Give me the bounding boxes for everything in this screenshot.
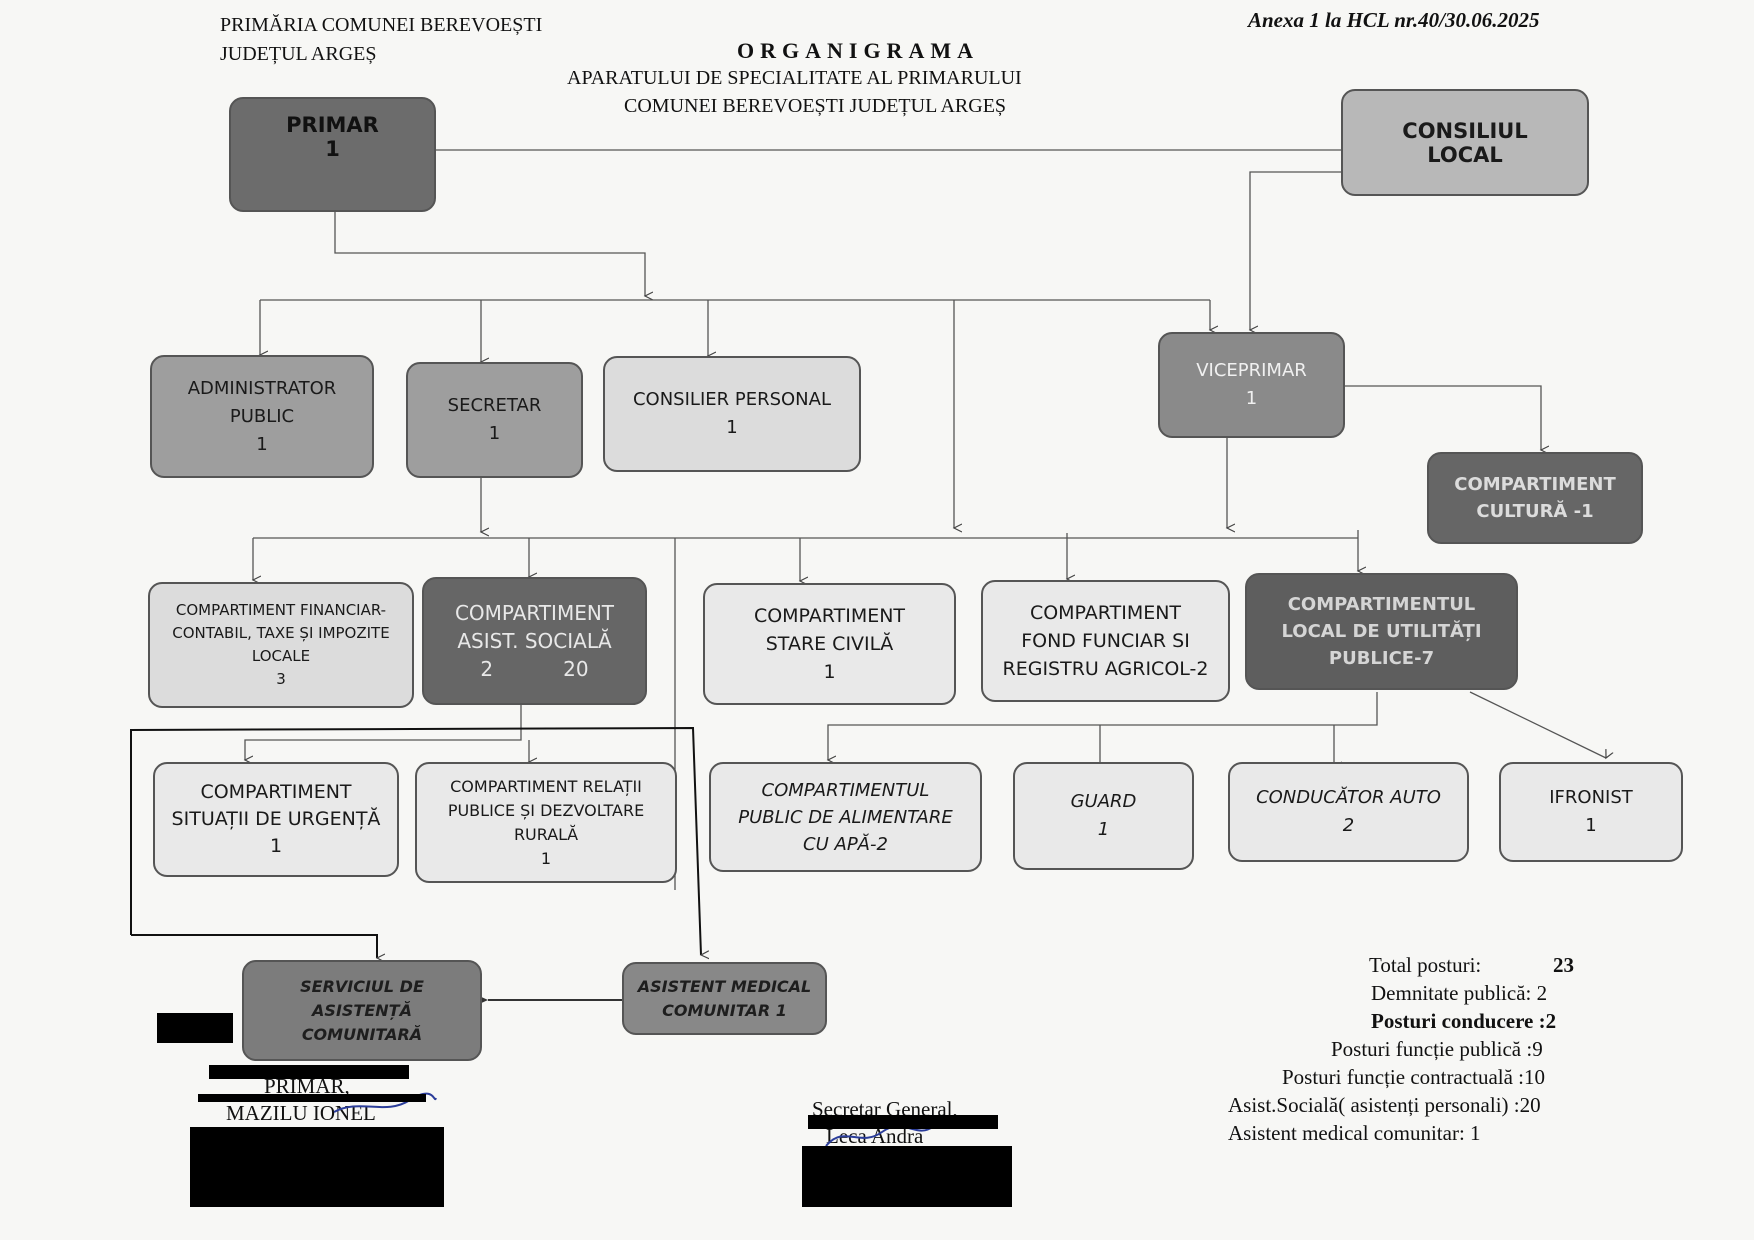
financiar-line3: LOCALE xyxy=(251,647,311,665)
utilitati-line1: COMPARTIMENTUL xyxy=(1287,594,1476,615)
compartiment-utilitati-box: COMPARTIMENTUL LOCAL DE UTILITĂȚI PUBLIC… xyxy=(1245,573,1518,690)
redaction-block xyxy=(802,1146,1012,1207)
compartiment-fond-funciar-box: COMPARTIMENT FOND FUNCIAR SI REGISTRU AG… xyxy=(981,580,1230,702)
administrator-count: 1 xyxy=(256,433,268,455)
posturi-conducere: Posturi conducere :2 xyxy=(1371,1009,1557,1033)
fond-funciar-line3: REGISTRU AGRICOL-2 xyxy=(1002,658,1209,680)
consiliul-local-line1: CONSILIUL xyxy=(1402,118,1528,143)
viceprimar-title: VICEPRIMAR xyxy=(1196,360,1307,381)
compartiment-financiar-box: COMPARTIMENT FINANCIAR- CONTABIL, TAXE Ș… xyxy=(148,582,414,708)
total-posturi-value: 23 xyxy=(1553,953,1574,977)
posturi-functie-publica: Posturi funcție publică :9 xyxy=(1331,1037,1543,1061)
redaction-block xyxy=(198,1094,426,1102)
asistent-line1: ASISTENT MEDICAL xyxy=(637,976,812,996)
stare-civila-count: 1 xyxy=(823,661,836,683)
redaction-block xyxy=(209,1065,409,1079)
serviciu-line3: COMUNITARĂ xyxy=(301,1024,423,1044)
header-institution: PRIMĂRIA COMUNEI BEREVOEȘTI xyxy=(220,14,543,36)
asistent-line2: COMUNITAR 1 xyxy=(662,1000,787,1020)
relatii-line3: RURALĂ xyxy=(513,824,579,844)
compartiment-cultura-box: COMPARTIMENT CULTURĂ -1 xyxy=(1427,452,1643,544)
compartiment-stare-civila-box: COMPARTIMENT STARE CIVILĂ 1 xyxy=(703,583,956,705)
relatii-line2: PUBLICE ȘI DEZVOLTARE xyxy=(447,800,645,820)
consilier-count: 1 xyxy=(726,417,738,438)
asist-sociala-total: Asist.Socială( asistenți personali) :20 xyxy=(1228,1093,1541,1117)
compartiment-relatii-publice-box: COMPARTIMENT RELAȚII PUBLICE ȘI DEZVOLTA… xyxy=(415,762,677,883)
secretar-box: SECRETAR 1 xyxy=(406,362,583,478)
alimentare-line2: PUBLIC DE ALIMENTARE xyxy=(738,806,953,828)
alimentare-line1: COMPARTIMENTUL xyxy=(761,779,930,801)
asist-sociala-counts: 2 20 xyxy=(480,655,588,683)
conducator-count: 2 xyxy=(1342,815,1355,836)
header-county: JUDEȚUL ARGEȘ xyxy=(220,43,377,65)
page-title: ORGANIGRAMA xyxy=(737,38,979,63)
guard-box: GUARD 1 xyxy=(1013,762,1194,870)
asistent-medical-comunitar-box: ASISTENT MEDICAL COMUNITAR 1 xyxy=(622,962,827,1035)
utilitati-line2: LOCAL DE UTILITĂȚI xyxy=(1281,621,1482,642)
serviciu-line2: ASISTENȚĂ xyxy=(312,1000,412,1020)
demnitate-publica: Demnitate publică: 2 xyxy=(1371,981,1548,1005)
conducator-auto-box: CONDUCĂTOR AUTO 2 xyxy=(1228,762,1469,862)
financiar-line1: COMPARTIMENT FINANCIAR- xyxy=(175,601,387,619)
ifronist-box: IFRONIST 1 xyxy=(1499,762,1683,862)
redaction-block xyxy=(157,1013,233,1043)
guard-title: GUARD xyxy=(1070,791,1137,812)
urgenta-count: 1 xyxy=(269,835,283,857)
primar-box: PRIMAR 1 xyxy=(229,97,436,212)
asist-sociala-line2: ASIST. SOCIALĂ xyxy=(457,629,612,653)
ifronist-title: IFRONIST xyxy=(1549,787,1633,808)
viceprimar-count: 1 xyxy=(1245,388,1258,409)
page-subtitle-2: COMUNEI BEREVOEȘTI JUDEȚUL ARGEȘ xyxy=(624,95,1007,117)
stare-civila-line1: COMPARTIMENT xyxy=(753,605,906,627)
viceprimar-box: VICEPRIMAR 1 xyxy=(1158,332,1345,438)
redaction-block xyxy=(190,1127,444,1207)
asist-sociala-count-b: 20 xyxy=(563,657,589,681)
consiliul-local-box: CONSILIUL LOCAL xyxy=(1341,89,1589,196)
relatii-count: 1 xyxy=(540,848,552,868)
asistent-medical-total: Asistent medical comunitar: 1 xyxy=(1228,1121,1481,1145)
ifronist-count: 1 xyxy=(1585,815,1597,836)
administrator-public-box: ADMINISTRATOR PUBLIC 1 xyxy=(150,355,374,478)
redaction-block xyxy=(808,1115,998,1129)
signature-primar-name: MAZILU IONEL xyxy=(226,1101,376,1125)
compartiment-alimentare-apa-box: COMPARTIMENTUL PUBLIC DE ALIMENTARE CU A… xyxy=(709,762,982,872)
financiar-line2: CONTABIL, TAXE ȘI IMPOZITE xyxy=(172,624,390,642)
utilitati-line3: PUBLICE-7 xyxy=(1328,648,1435,669)
primar-title: PRIMAR xyxy=(286,113,379,137)
consilier-title: CONSILIER PERSONAL xyxy=(632,389,831,410)
guard-count: 1 xyxy=(1097,819,1110,840)
cultura-line1: COMPARTIMENT xyxy=(1454,474,1616,495)
stare-civila-line2: STARE CIVILĂ xyxy=(765,633,894,655)
consilier-personal-box: CONSILIER PERSONAL 1 xyxy=(603,356,861,472)
administrator-line2: PUBLIC xyxy=(229,405,295,427)
relatii-line1: COMPARTIMENT RELAȚII xyxy=(450,776,642,796)
asist-sociala-count-a: 2 xyxy=(480,657,494,681)
total-posturi-label: Total posturi: xyxy=(1369,953,1482,977)
alimentare-line3: CU APĂ-2 xyxy=(803,833,888,855)
compartiment-asist-sociala-box: COMPARTIMENT ASIST. SOCIALĂ 2 20 xyxy=(422,577,647,705)
asist-sociala-line1: COMPARTIMENT xyxy=(454,601,615,625)
conducator-title: CONDUCĂTOR AUTO xyxy=(1256,787,1441,808)
compartiment-situatii-urgenta-box: COMPARTIMENT SITUAȚII DE URGENȚĂ 1 xyxy=(153,762,399,877)
consiliul-local-line2: LOCAL xyxy=(1427,142,1503,167)
cultura-line2: CULTURĂ -1 xyxy=(1476,501,1594,522)
primar-count: 1 xyxy=(325,137,340,161)
urgenta-line2: SITUAȚII DE URGENȚĂ xyxy=(171,808,381,830)
serviciul-asistenta-comunitara-box: SERVICIUL DE ASISTENȚĂ COMUNITARĂ xyxy=(242,960,482,1061)
financiar-count: 3 xyxy=(276,670,286,688)
posturi-functie-contractuala: Posturi funcție contractuală :10 xyxy=(1282,1065,1546,1089)
secretar-title: SECRETAR xyxy=(447,395,542,416)
administrator-line1: ADMINISTRATOR xyxy=(187,377,337,399)
annex-label: Anexa 1 la HCL nr.40/30.06.2025 xyxy=(1248,8,1540,32)
fond-funciar-line2: FOND FUNCIAR SI xyxy=(1021,630,1190,652)
fond-funciar-line1: COMPARTIMENT xyxy=(1029,602,1182,624)
urgenta-line1: COMPARTIMENT xyxy=(200,781,352,803)
signature-scribble-secretar xyxy=(825,1125,935,1147)
page-subtitle-1: APARATULUI DE SPECIALITATE AL PRIMARULUI xyxy=(567,67,1022,89)
serviciu-line1: SERVICIUL DE xyxy=(300,976,424,996)
secretar-count: 1 xyxy=(488,423,501,444)
